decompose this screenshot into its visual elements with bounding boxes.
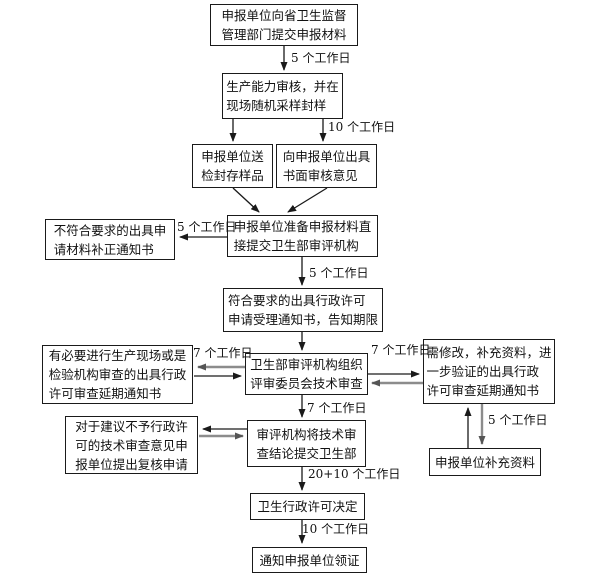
flow-box-acceptance-notice: 符合要求的出具行政许可 申请受理通知书，告知期限	[223, 288, 383, 332]
box-line: 需修改，补充资料，进	[426, 345, 552, 360]
box-line: 管理部门提交申报材料	[221, 27, 347, 42]
box-line: 申报单位向省卫生监督	[221, 8, 347, 23]
duration-label-5: 7 个工作日	[193, 346, 253, 360]
box-line: 一步验证的出具行政	[426, 364, 539, 379]
box-line: 符合要求的出具行政许可	[227, 293, 366, 308]
flow-box-supplement-extension-notice: 需修改，补充资料，进 一步验证的出具行政 许可审查延期通知书	[423, 339, 555, 404]
flow-box-supplement-materials: 申报单位补充资料	[429, 448, 541, 476]
box-line: 生产能力审核，并在	[226, 79, 339, 94]
box-line: 卫生行政许可决定	[257, 499, 358, 514]
flow-box-reexamination-request: 对于建议不予行政许 可的技术审查意见申 报单位提出复核申请	[65, 416, 198, 474]
flow-box-submit-to-moh-review-agency: 申报单位准备申报材料直 接提交卫生部审评机构	[227, 215, 378, 257]
flow-box-expert-committee-technical-review: 卫生部审评机构组织 评审委员会技术审查	[245, 353, 368, 395]
box-line: 申报单位补充资料	[434, 454, 535, 470]
box-line: 审评机构将技术审	[256, 426, 357, 442]
duration-label-7: 7 个工作日	[307, 401, 367, 415]
box-line: 查结论提交卫生部	[256, 445, 357, 461]
box-line: 通知申报单位领证	[259, 552, 360, 568]
box-line: 请材料补正通知书	[53, 241, 154, 257]
box-line: 对于建议不予行政许	[75, 418, 188, 434]
duration-label-6: 7 个工作日	[371, 343, 431, 357]
box-line: 接提交卫生部审评机构	[233, 238, 359, 253]
duration-label-3: 5 个工作日	[177, 220, 237, 234]
box-line: 现场随机采样封样	[226, 98, 327, 113]
box-line: 许可审查延期通知书	[48, 386, 162, 401]
box-line: 有必要进行生产现场或是	[48, 348, 187, 363]
duration-label-8: 5 个工作日	[488, 413, 548, 427]
box-line: 可的技术审查意见申	[75, 437, 188, 453]
flow-box-production-capacity-review: 生产能力审核，并在 现场随机采样封样	[222, 73, 343, 119]
box-line: 向申报单位出具	[282, 149, 371, 164]
box-line: 申请受理通知书，告知期限	[227, 312, 378, 327]
box-line: 检验机构审查的出具行政	[48, 367, 187, 382]
box-line: 申报单位送	[201, 149, 264, 164]
box-line: 评审委员会技术审查	[250, 376, 363, 391]
flow-box-correction-notice: 不符合要求的出具申 请材料补正通知书	[45, 219, 175, 260]
duration-label-1: 5 个工作日	[291, 51, 351, 65]
flow-box-submit-to-provincial-bureau: 申报单位向省卫生监督 管理部门提交申报材料	[210, 4, 358, 46]
box-line: 许可审查延期通知书	[426, 383, 539, 398]
flow-box-submit-conclusion-to-moh: 审评机构将技术审 查结论提交卫生部	[247, 420, 366, 467]
flow-box-notify-certificate-collection: 通知申报单位领证	[252, 547, 367, 573]
duration-label-9: 20+10 个工作日	[308, 467, 401, 481]
duration-label-4: 5 个工作日	[309, 266, 369, 280]
box-line: 报单位提出复核申请	[75, 456, 188, 472]
flow-box-send-sealed-samples: 申报单位送 检封存样品	[192, 144, 273, 188]
flow-box-written-review-opinion: 向申报单位出具 书面审核意见	[276, 144, 377, 188]
flow-box-onsite-inspection-extension-notice: 有必要进行生产现场或是 检验机构审查的出具行政 许可审查延期通知书	[42, 345, 193, 404]
box-line: 检封存样品	[201, 168, 264, 183]
box-line: 书面审核意见	[282, 168, 358, 183]
box-line: 卫生部审评机构组织	[250, 357, 363, 372]
flow-box-administrative-license-decision: 卫生行政许可决定	[250, 493, 365, 520]
box-line: 申报单位准备申报材料直	[233, 219, 372, 234]
duration-label-2: 10 个工作日	[328, 120, 396, 134]
duration-label-10: 10 个工作日	[302, 522, 370, 536]
box-line: 不符合要求的出具申	[53, 222, 167, 238]
